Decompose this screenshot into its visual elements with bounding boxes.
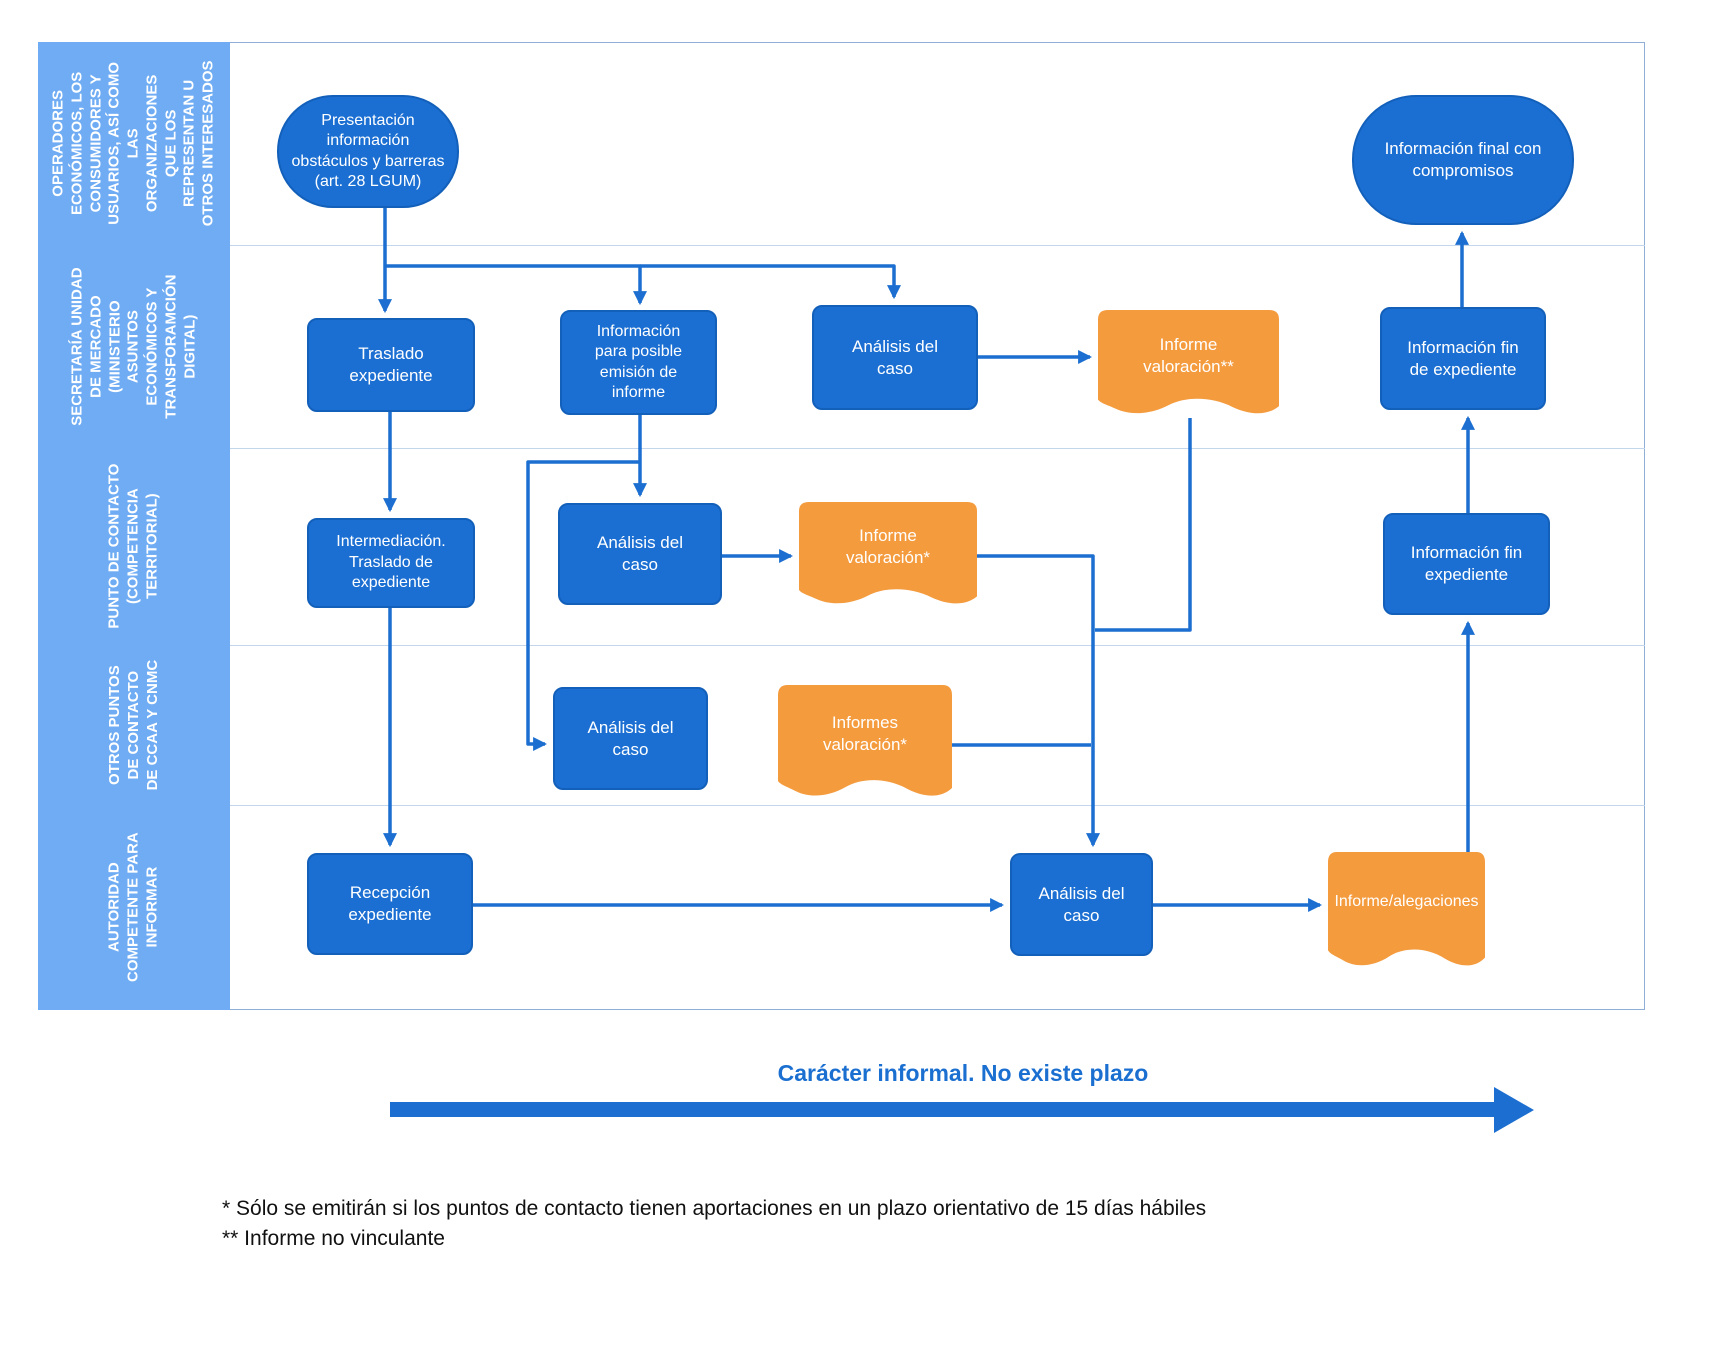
node-presentacion-informacion: Presentación información obstáculos y ba… [277,95,459,208]
node-analisis-caso-secretaria: Análisis del caso [812,305,978,410]
node-analisis-caso-punto-contacto: Análisis del caso [558,503,722,605]
document-shape [1328,852,1485,966]
node-label: Información fin de expediente [1407,337,1519,379]
node-label: Informe valoración* [845,526,931,568]
node-label: Recepción expediente [348,883,432,924]
node-label: Análisis del caso [587,717,674,759]
swimlane-sidebar [38,42,230,1010]
node-label: Informe valoración** [1143,335,1234,376]
lane-label-secretaria: SECRETARÍA UNIDAD DE MERCADO (MINISTERIO… [38,245,230,448]
node-informacion-fin-de-expediente: Información fin de expediente [1380,307,1546,410]
lane-label-text: AUTORIDAD COMPETENTE PARA INFORMAR [105,832,161,983]
footnote-asterisk: * Sólo se emitirán si los puntos de cont… [222,1197,1207,1220]
node-recepcion-expediente: Recepción expediente [307,853,473,955]
node-label: Información final con compromisos [1384,139,1542,180]
timeline-arrow [390,1102,1496,1117]
lane-label-text: OTROS PUNTOS DE CONTACTO DE CCAA Y CNMC [105,659,161,791]
lane-separator [230,245,1645,246]
lane-label-otros-puntos: OTROS PUNTOS DE CONTACTO DE CCAA Y CNMC [38,645,230,805]
node-traslado-expediente: Traslado expediente [307,318,475,412]
lane-separator [230,448,1645,449]
lane-label-text: SECRETARÍA UNIDAD DE MERCADO (MINISTERIO… [68,267,198,426]
timeline-caption: Carácter informal. No existe plazo [777,1060,1149,1086]
lane-label-operadores: OPERADORES ECONÓMICOS, LOS CONSUMIDORES … [38,42,230,245]
node-informacion-fin-expediente: Información fin expediente [1383,513,1550,615]
node-label: Análisis del caso [597,533,683,574]
node-label: Traslado expediente [349,344,433,385]
node-label: Presentación información obstáculos y ba… [291,111,445,190]
footnote-double-asterisk: ** Informe no vinculante [222,1227,445,1251]
lane-label-autoridad: AUTORIDAD COMPETENTE PARA INFORMAR [38,805,230,1010]
node-label: Análisis del caso [1038,883,1125,925]
node-analisis-caso-autoridad: Análisis del caso [1010,853,1153,956]
lane-separator [230,805,1645,806]
node-label: Informes valoración* [822,713,908,755]
lane-label-punto-contacto: PUNTO DE CONTACTO (COMPETENCIA TERRITORI… [38,448,230,645]
node-label: Información fin expediente [1410,543,1523,584]
lane-label-text: PUNTO DE CONTACTO (COMPETENCIA TERRITORI… [105,463,161,630]
node-informe-valoracion-no-vinculante: Informe valoración** [1098,310,1279,422]
lane-separator [230,645,1645,646]
document-shape [799,502,977,604]
node-label: Informe/alegaciones [1334,893,1479,911]
document-shape [1098,310,1279,414]
node-intermediacion-traslado: Intermediación. Traslado de expediente [307,518,475,608]
node-label: Información para posible emisión de info… [594,322,683,401]
footnotes: * Sólo se emitirán si los puntos de cont… [222,1194,1206,1255]
node-informacion-final-compromisos: Información final con compromisos [1352,95,1574,225]
node-informe-valoracion-punto-contacto: Informe valoración* [799,502,977,612]
node-label: Análisis del caso [852,336,938,378]
timeline-arrowhead-icon [1494,1087,1534,1133]
node-informe-alegaciones: Informe/alegaciones [1328,852,1485,975]
node-analisis-caso-otros-puntos: Análisis del caso [553,687,708,790]
lane-label-text: OPERADORES ECONÓMICOS, LOS CONSUMIDORES … [49,60,217,227]
document-shape [778,685,952,796]
node-label: Intermediación. Traslado de expediente [336,533,446,592]
node-informes-valoracion-otros-puntos: Informes valoración* [778,685,952,805]
node-informacion-posible-informe: Información para posible emisión de info… [560,310,717,415]
